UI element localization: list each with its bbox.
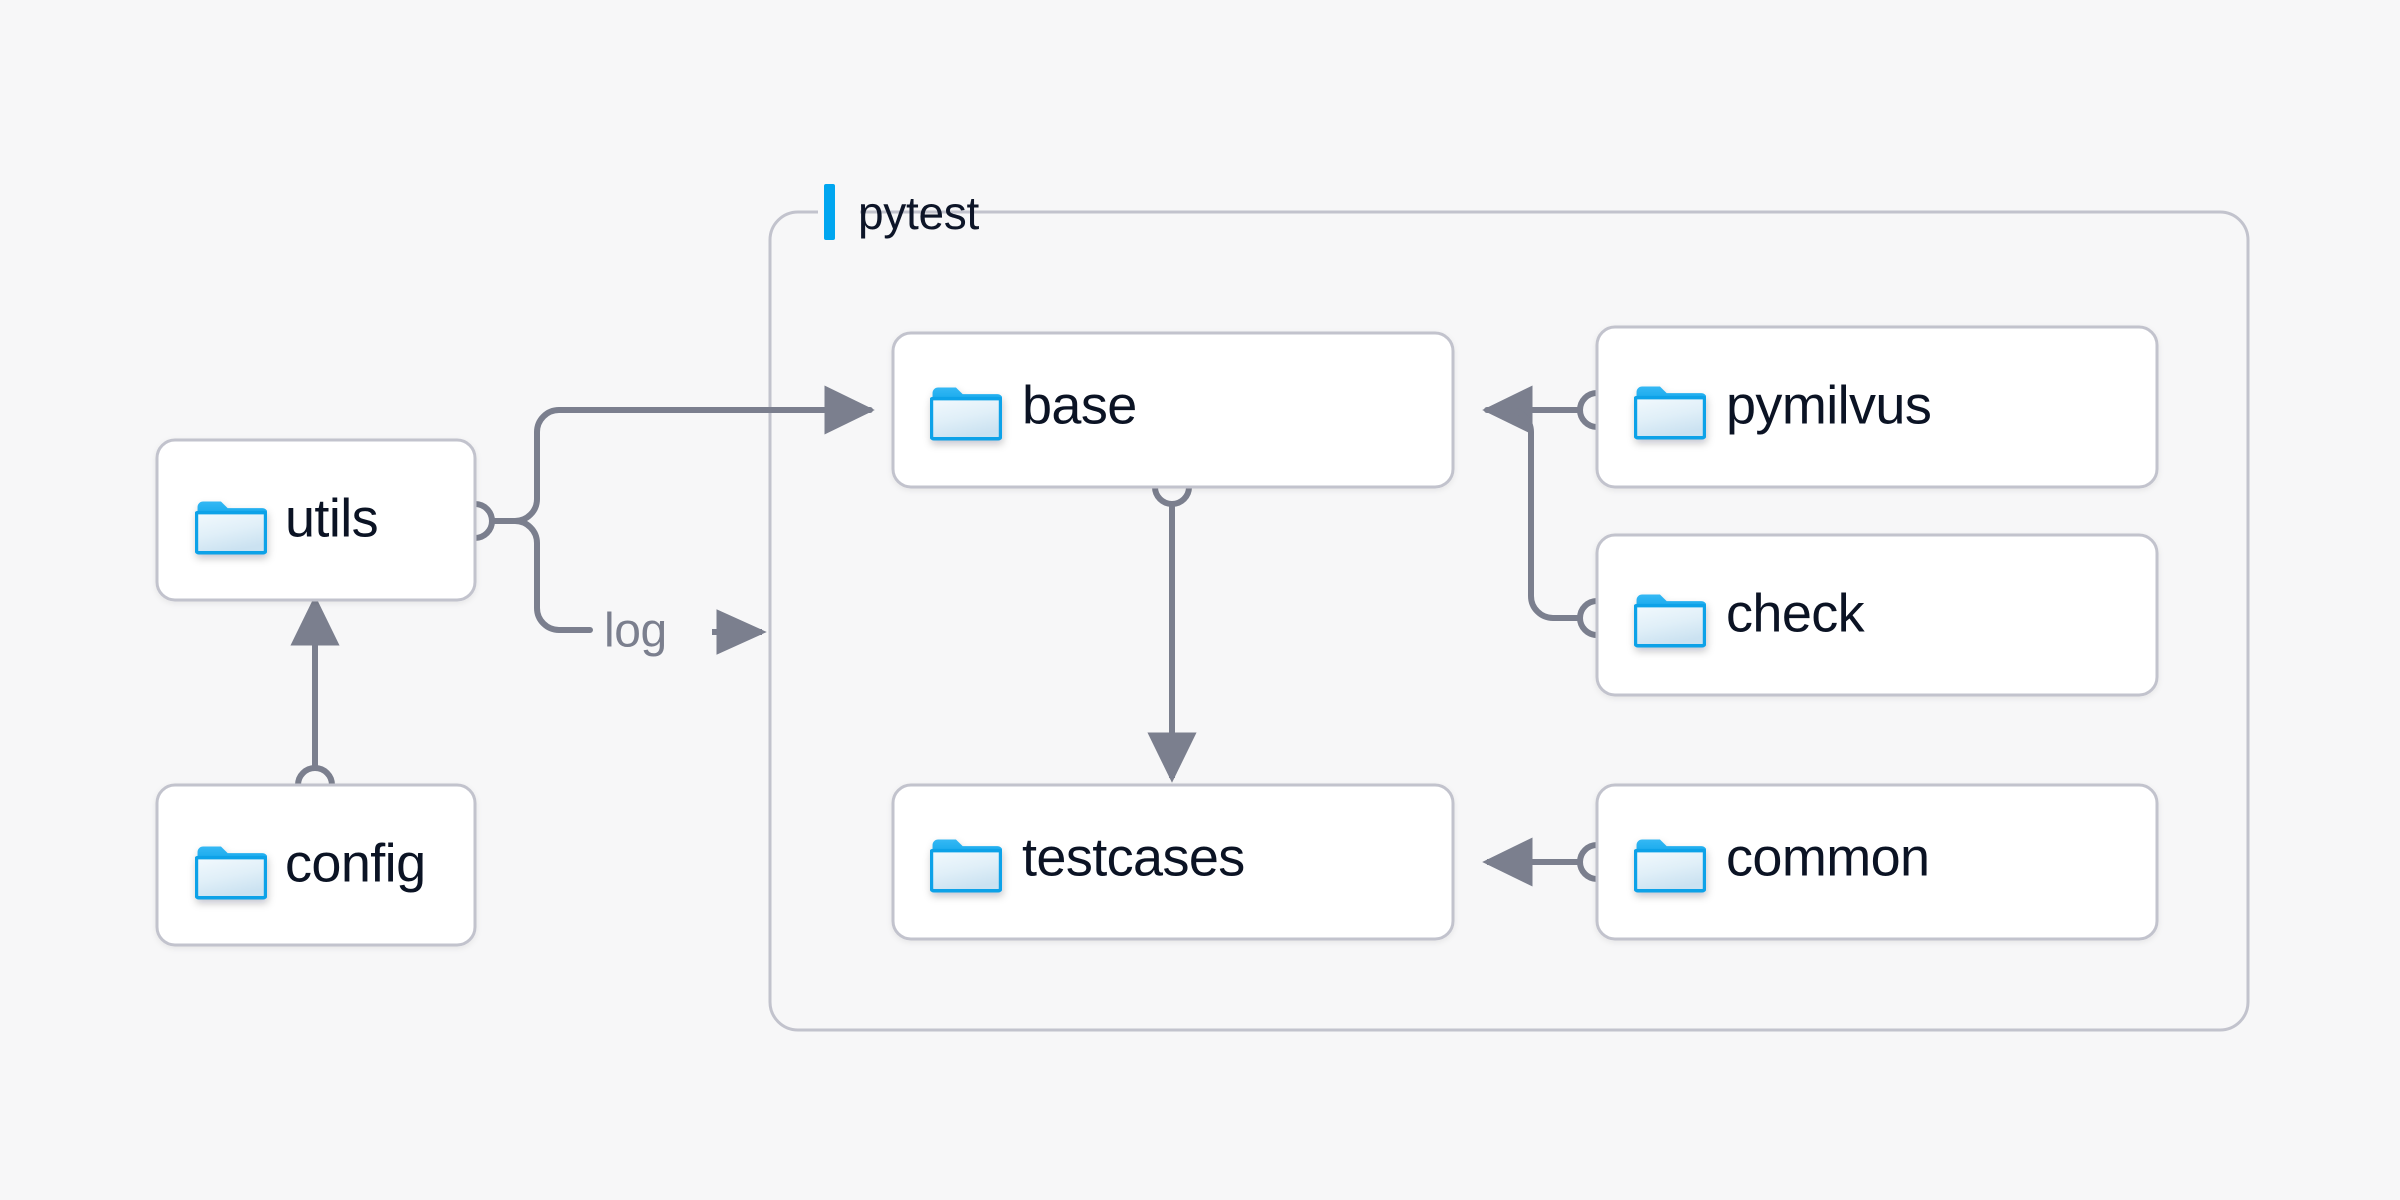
node-label: base (1022, 375, 1137, 435)
pytest-group-container[interactable]: pytest (768, 184, 2250, 1032)
folder-icon (195, 499, 267, 555)
folder-icon (1634, 384, 1706, 440)
folder-icon (930, 837, 1002, 893)
node-label: testcases (1022, 827, 1245, 887)
node-utils[interactable]: utils (155, 438, 477, 602)
node-label: config (285, 833, 426, 893)
edge-check-to-base (1484, 407, 1617, 638)
node-pymilvus[interactable]: pymilvus (1595, 325, 2159, 489)
node-box (155, 438, 477, 602)
edge-utils-to-base (489, 385, 875, 524)
node-box (1595, 533, 2159, 697)
edge-line (489, 518, 593, 633)
edge-line (1484, 407, 1583, 621)
node-box (155, 783, 477, 947)
node-common[interactable]: common (1595, 783, 2159, 941)
node-box (1595, 325, 2159, 489)
pytest-group-outline (768, 210, 2250, 1032)
node-label: common (1726, 827, 1929, 887)
node-box (891, 783, 1455, 941)
node-box (891, 331, 1455, 489)
node-config[interactable]: config (155, 783, 477, 947)
node-label: pymilvus (1726, 375, 1931, 435)
folder-icon (1634, 592, 1706, 648)
accent-bar-icon (824, 184, 835, 240)
node-testcases[interactable]: testcases (891, 783, 1455, 941)
folder-icon (930, 385, 1002, 441)
pytest-group-label: pytest (858, 187, 979, 239)
node-check[interactable]: check (1595, 533, 2159, 697)
folder-icon (1634, 837, 1706, 893)
edge-common-to-testcases (1482, 837, 1617, 887)
edge-config-to-utils (290, 595, 340, 805)
edge-base-to-testcases (1147, 467, 1197, 783)
node-base[interactable]: base (891, 331, 1455, 489)
edge-label-log: log (604, 605, 667, 658)
node-label: utils (285, 488, 378, 548)
node-label: check (1726, 583, 1866, 643)
edge-utils-to-log: log (489, 518, 767, 658)
edge-line (489, 385, 875, 524)
node-box (1595, 783, 2159, 941)
folder-icon (195, 844, 267, 900)
